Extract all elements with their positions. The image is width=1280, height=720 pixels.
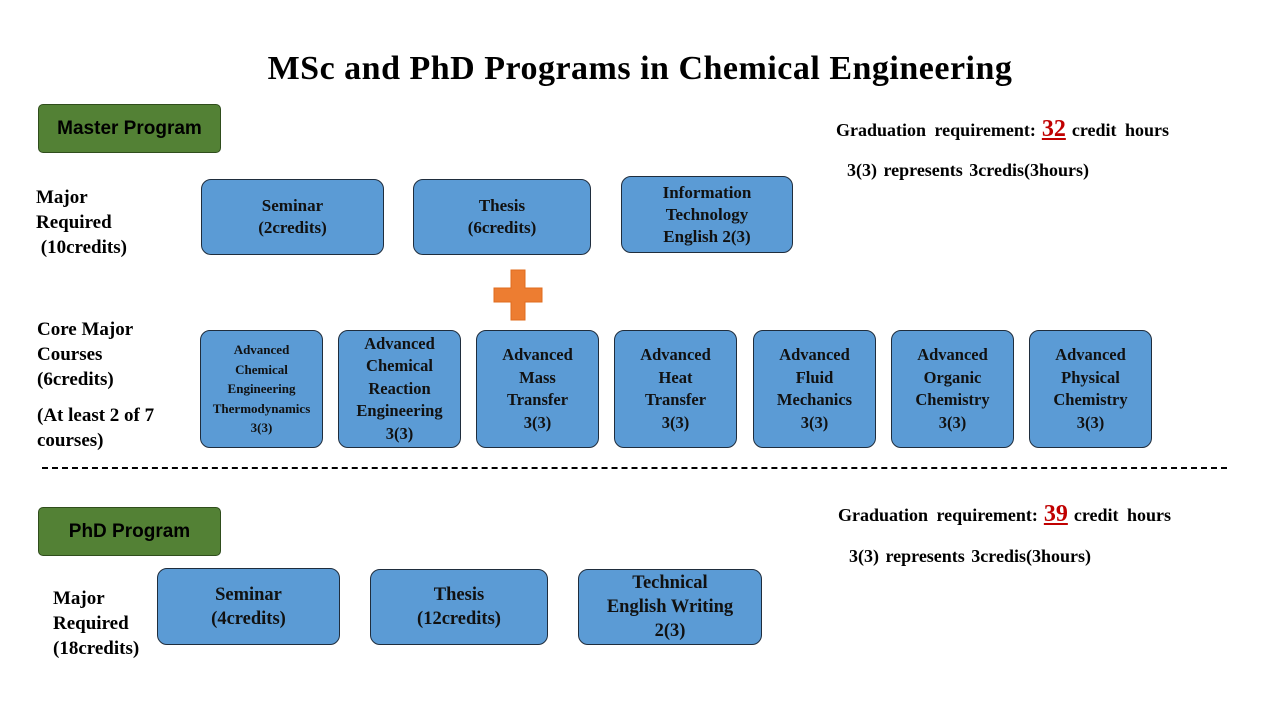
phd-program-label: PhD Program — [38, 507, 221, 556]
phd-major-required-label: Major Required (18credits) — [53, 588, 140, 659]
master-thesis-course: Thesis (6credits) — [413, 179, 591, 255]
phd-thesis-course: Thesis (12credits) — [370, 569, 548, 645]
master-core-major-label: Core Major Courses (6credits) — [37, 319, 134, 390]
section-divider — [42, 467, 1227, 469]
core-course-mass-transfer: Advanced Mass Transfer 3(3) — [476, 330, 599, 448]
master-requirement-number: 32 — [1041, 116, 1066, 142]
phd-requirement-suffix: credit hours — [1073, 505, 1172, 525]
phd-credit-note: 3(3) represents 3credis(3hours) — [849, 546, 1091, 566]
master-it-english-course: Information Technology English 2(3) — [621, 176, 793, 253]
phd-technical-writing-course: Technical English Writing 2(3) — [578, 569, 762, 645]
master-seminar-course: Seminar (2credits) — [201, 179, 384, 255]
page-title: MSc and PhD Programs in Chemical Enginee… — [267, 50, 1013, 87]
core-course-reaction-engineering: Advanced Chemical Reaction Engineering 3… — [338, 330, 461, 448]
core-course-organic-chemistry: Advanced Organic Chemistry 3(3) — [891, 330, 1014, 448]
master-requirement-prefix: Graduation requirement: — [836, 120, 1036, 140]
plus-icon — [493, 269, 543, 321]
master-program-label: Master Program — [38, 104, 221, 153]
phd-requirement-prefix: Graduation requirement: — [838, 505, 1038, 525]
master-core-sublabel: (At least 2 of 7 courses) — [37, 405, 155, 451]
core-course-thermodynamics: Advanced Chemical Engineering Thermodyna… — [200, 330, 323, 448]
core-course-heat-transfer: Advanced Heat Transfer 3(3) — [614, 330, 737, 448]
master-requirement-suffix: credit hours — [1071, 120, 1170, 140]
core-course-physical-chemistry: Advanced Physical Chemistry 3(3) — [1029, 330, 1152, 448]
master-major-required-label: Major Required (10credits) — [36, 187, 127, 258]
master-credit-note: 3(3) represents 3credis(3hours) — [847, 160, 1089, 180]
phd-seminar-course: Seminar (4credits) — [157, 568, 340, 645]
phd-requirement-number: 39 — [1043, 501, 1068, 527]
core-course-fluid-mechanics: Advanced Fluid Mechanics 3(3) — [753, 330, 876, 448]
